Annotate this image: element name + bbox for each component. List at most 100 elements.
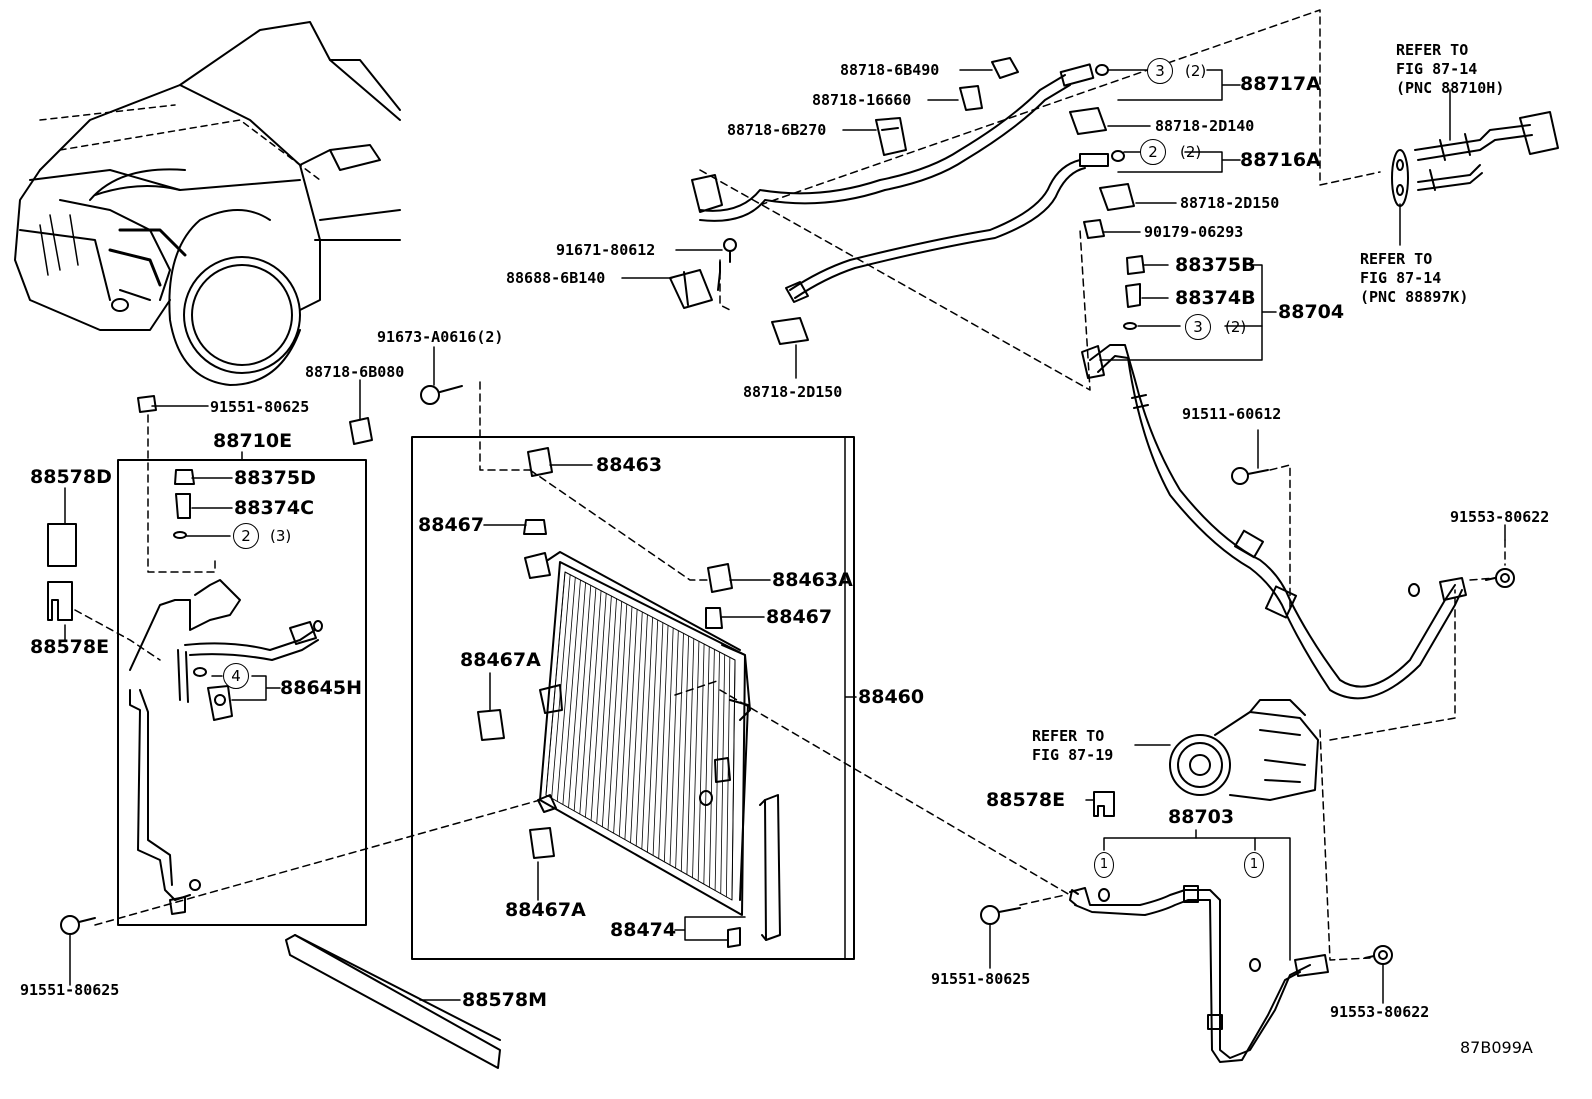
qty-2-a: (2) xyxy=(1180,143,1202,161)
label-88474[interactable]: 88474 xyxy=(610,919,677,941)
bolt-91551-80625-right xyxy=(980,905,1021,925)
bracket-88463 xyxy=(527,447,553,477)
label-88375D[interactable]: 88375D xyxy=(234,467,316,489)
pipe-88710E xyxy=(129,579,323,915)
refer-note-88710H[interactable]: REFER TO FIG 87-14 (PNC 88710H) xyxy=(1396,41,1505,97)
label-91671-80612[interactable]: 91671-80612 xyxy=(556,241,656,259)
refer-note-88897K[interactable]: REFER TO FIG 87-14 (PNC 88897K) xyxy=(1360,250,1469,306)
marker-2-b: 2 xyxy=(233,523,259,549)
bolt-91673-A0616 xyxy=(420,385,463,405)
label-88688-6B140[interactable]: 88688-6B140 xyxy=(506,269,606,287)
marker-3-a: 3 xyxy=(1147,58,1173,84)
label-88467-b[interactable]: 88467 xyxy=(766,606,833,628)
bracket-88467A-a xyxy=(477,709,505,741)
bracket-88703 xyxy=(1103,829,1291,961)
clamp-88718-16660 xyxy=(959,85,983,111)
marker-3-b: 3 xyxy=(1185,314,1211,340)
marker-1-b: 1 xyxy=(1244,852,1264,878)
label-88718-2D150-top[interactable]: 88718-2D150 xyxy=(1180,194,1280,212)
pad-88578D xyxy=(47,523,77,567)
label-88374B[interactable]: 88374B xyxy=(1175,287,1256,309)
clamp-88718-2D140 xyxy=(1069,107,1107,135)
bolt-91511-60612 xyxy=(1231,467,1269,485)
label-88710E[interactable]: 88710E xyxy=(213,430,293,452)
liquid-tube-88704 xyxy=(1081,344,1467,700)
clamp-88718-6B270 xyxy=(875,117,907,156)
bracket-88467A-b xyxy=(529,827,555,859)
label-88463[interactable]: 88463 xyxy=(596,454,663,476)
label-88718-2D150-mid[interactable]: 88718-2D150 xyxy=(743,383,843,401)
label-88578E-left[interactable]: 88578E xyxy=(30,636,110,658)
bracket-88463A xyxy=(707,563,733,593)
o-ring xyxy=(1123,322,1137,330)
label-88578E-right[interactable]: 88578E xyxy=(986,789,1066,811)
refer-fittings xyxy=(1391,89,1559,246)
label-91551-80625-top[interactable]: 91551-80625 xyxy=(210,398,310,416)
discharge-hose-88717A xyxy=(691,63,1109,222)
label-91551-80625-left[interactable]: 91551-80625 xyxy=(20,981,120,999)
valve-88374C xyxy=(175,493,191,519)
label-88718-6B270[interactable]: 88718-6B270 xyxy=(727,121,827,139)
label-88467A-b[interactable]: 88467A xyxy=(505,899,586,921)
cap-88375B xyxy=(1126,255,1145,275)
box-88460 xyxy=(411,436,855,960)
label-88375B[interactable]: 88375B xyxy=(1175,254,1256,276)
label-91553-80622-bottom[interactable]: 91553-80622 xyxy=(1330,1003,1430,1021)
clamp-88718-2D150-top xyxy=(1099,183,1135,211)
label-88467-a[interactable]: 88467 xyxy=(418,514,485,536)
label-88716A[interactable]: 88716A xyxy=(1240,149,1321,171)
label-91673-A0616[interactable]: 91673-A0616(2) xyxy=(377,328,504,346)
label-88718-6B490[interactable]: 88718-6B490 xyxy=(840,61,940,79)
label-88463A[interactable]: 88463A xyxy=(772,569,853,591)
upper-dashed-leaders xyxy=(699,9,1381,391)
refer-note-fig-87-19[interactable]: REFER TO FIG 87-19 xyxy=(1032,727,1114,764)
condenser-88460 xyxy=(524,551,751,916)
label-88374C[interactable]: 88374C xyxy=(234,497,315,519)
diagram-code: 87B099A xyxy=(1460,1038,1533,1057)
seal-88578M xyxy=(285,934,501,1069)
cushion-88467-a xyxy=(523,519,547,535)
pad-88578E-left xyxy=(47,581,73,621)
label-88578M[interactable]: 88578M xyxy=(462,989,548,1011)
pad-88578E-right xyxy=(1093,791,1115,817)
center-dashed-leaders xyxy=(529,469,1071,896)
label-88718-16660[interactable]: 88718-16660 xyxy=(812,91,912,109)
switch-88645H xyxy=(193,667,233,721)
bolt-91551-80625-left xyxy=(60,915,96,935)
label-88645H[interactable]: 88645H xyxy=(280,677,363,699)
vehicle-illustration xyxy=(14,21,401,386)
label-88717A[interactable]: 88717A xyxy=(1240,73,1321,95)
label-91551-80625-right[interactable]: 91551-80625 xyxy=(931,970,1031,988)
bolt-91553-80622-bottom xyxy=(1364,945,1393,965)
label-88460[interactable]: 88460 xyxy=(858,686,925,708)
valve-88374B xyxy=(1125,283,1141,308)
left-dashed-leaders xyxy=(74,381,541,926)
label-88467A-a[interactable]: 88467A xyxy=(460,649,541,671)
right-dashed-leaders xyxy=(1269,464,1506,961)
cushion-88467-b xyxy=(705,607,723,629)
bolt-91553-80622-top xyxy=(1485,568,1515,588)
bracket-88688-6B140 xyxy=(669,269,713,309)
receiver-88474 xyxy=(727,794,781,948)
condenser-core-hatch xyxy=(545,571,736,901)
nut-90179-06293 xyxy=(1083,219,1105,239)
label-88578D[interactable]: 88578D xyxy=(30,466,112,488)
marker-4: 4 xyxy=(223,663,249,689)
label-91553-80622-top[interactable]: 91553-80622 xyxy=(1450,508,1550,526)
dashed-leader xyxy=(1019,894,1066,906)
label-88718-6B080[interactable]: 88718-6B080 xyxy=(305,363,405,381)
cap-88375D xyxy=(174,469,195,485)
label-91511-60612[interactable]: 91511-60612 xyxy=(1182,405,1282,423)
clamp-88718-6B080 xyxy=(349,417,373,445)
qty-3-a: (2) xyxy=(1185,62,1207,80)
o-ring-left xyxy=(173,531,187,539)
marker-2-a: 2 xyxy=(1140,139,1166,165)
label-90179-06293[interactable]: 90179-06293 xyxy=(1144,223,1244,241)
label-88704[interactable]: 88704 xyxy=(1278,301,1345,323)
bolt-91551-80625-top xyxy=(137,395,157,413)
label-88718-2D140[interactable]: 88718-2D140 xyxy=(1155,117,1255,135)
label-88703[interactable]: 88703 xyxy=(1168,806,1235,828)
qty-2-b: (3) xyxy=(270,527,292,545)
